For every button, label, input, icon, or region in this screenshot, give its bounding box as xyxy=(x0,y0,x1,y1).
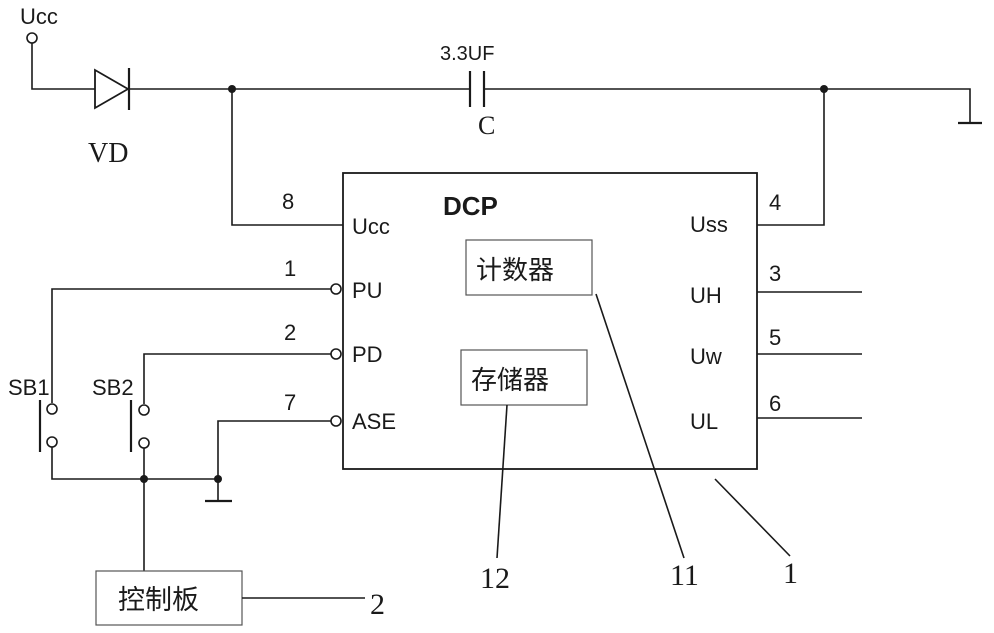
leader-line-1 xyxy=(714,478,791,557)
ucc-terminal xyxy=(26,32,38,44)
pin-uw-name: Uw xyxy=(690,344,722,369)
wire-pin-8 xyxy=(231,89,343,226)
pin-pd-name: PD xyxy=(352,342,383,367)
pin-number-4: 4 xyxy=(769,190,781,215)
counter-label: 计数器 xyxy=(476,256,554,286)
leader-line-11 xyxy=(595,293,685,559)
memory-label: 存储器 xyxy=(471,366,549,396)
pin-number-8: 8 xyxy=(282,189,294,214)
sb1-label: SB1 xyxy=(8,375,50,400)
pin-number-6: 6 xyxy=(769,391,781,416)
pin-pu-name: PU xyxy=(352,278,383,303)
wire-pin-7 xyxy=(217,420,336,500)
capacitor-c xyxy=(468,71,486,107)
counter-box xyxy=(465,239,593,296)
sb2-label: SB2 xyxy=(92,375,134,400)
wire-pin-2 xyxy=(143,353,336,404)
pin-number-2: 2 xyxy=(284,320,296,345)
ucc-wire xyxy=(31,43,95,90)
junction-dot xyxy=(214,475,222,483)
callout-12: 12 xyxy=(480,562,510,595)
wire-pin-1 xyxy=(51,288,336,403)
pin-ase-terminal xyxy=(330,415,342,427)
capacitor-label: C xyxy=(478,111,495,140)
wire-common-bottom xyxy=(51,447,218,480)
switch-sb1 xyxy=(38,400,58,452)
callout-2: 2 xyxy=(370,588,385,621)
dcp-chip xyxy=(342,172,758,470)
pin-number-1: 1 xyxy=(284,256,296,281)
pin-uh-name: UH xyxy=(690,283,722,308)
pin-number-3: 3 xyxy=(769,261,781,286)
ucc-terminal-label: Ucc xyxy=(20,4,58,29)
diode-vd xyxy=(94,68,131,110)
memory-box xyxy=(460,349,588,406)
callout-1: 1 xyxy=(783,557,798,590)
top-rail-right-wire xyxy=(484,88,971,122)
pin-ase-name: ASE xyxy=(352,409,396,434)
callout-11: 11 xyxy=(670,559,699,592)
leader-line-12 xyxy=(496,404,508,559)
pin-ucc-name: Ucc xyxy=(352,214,390,239)
chip-title: DCP xyxy=(443,191,498,221)
pin-pu-terminal xyxy=(330,283,342,295)
capacitor-value: 3.3UF xyxy=(440,43,494,65)
pin-pd-terminal xyxy=(330,348,342,360)
switch-sb2 xyxy=(129,400,150,452)
pin-number-7: 7 xyxy=(284,390,296,415)
diode-label: VD xyxy=(88,138,128,169)
wire-pin-4 xyxy=(757,89,825,226)
control-board-label: 控制板 xyxy=(118,585,199,616)
pin-ul-name: UL xyxy=(690,409,718,434)
pin-number-5: 5 xyxy=(769,325,781,350)
pin-uss-name: Uss xyxy=(690,212,728,237)
